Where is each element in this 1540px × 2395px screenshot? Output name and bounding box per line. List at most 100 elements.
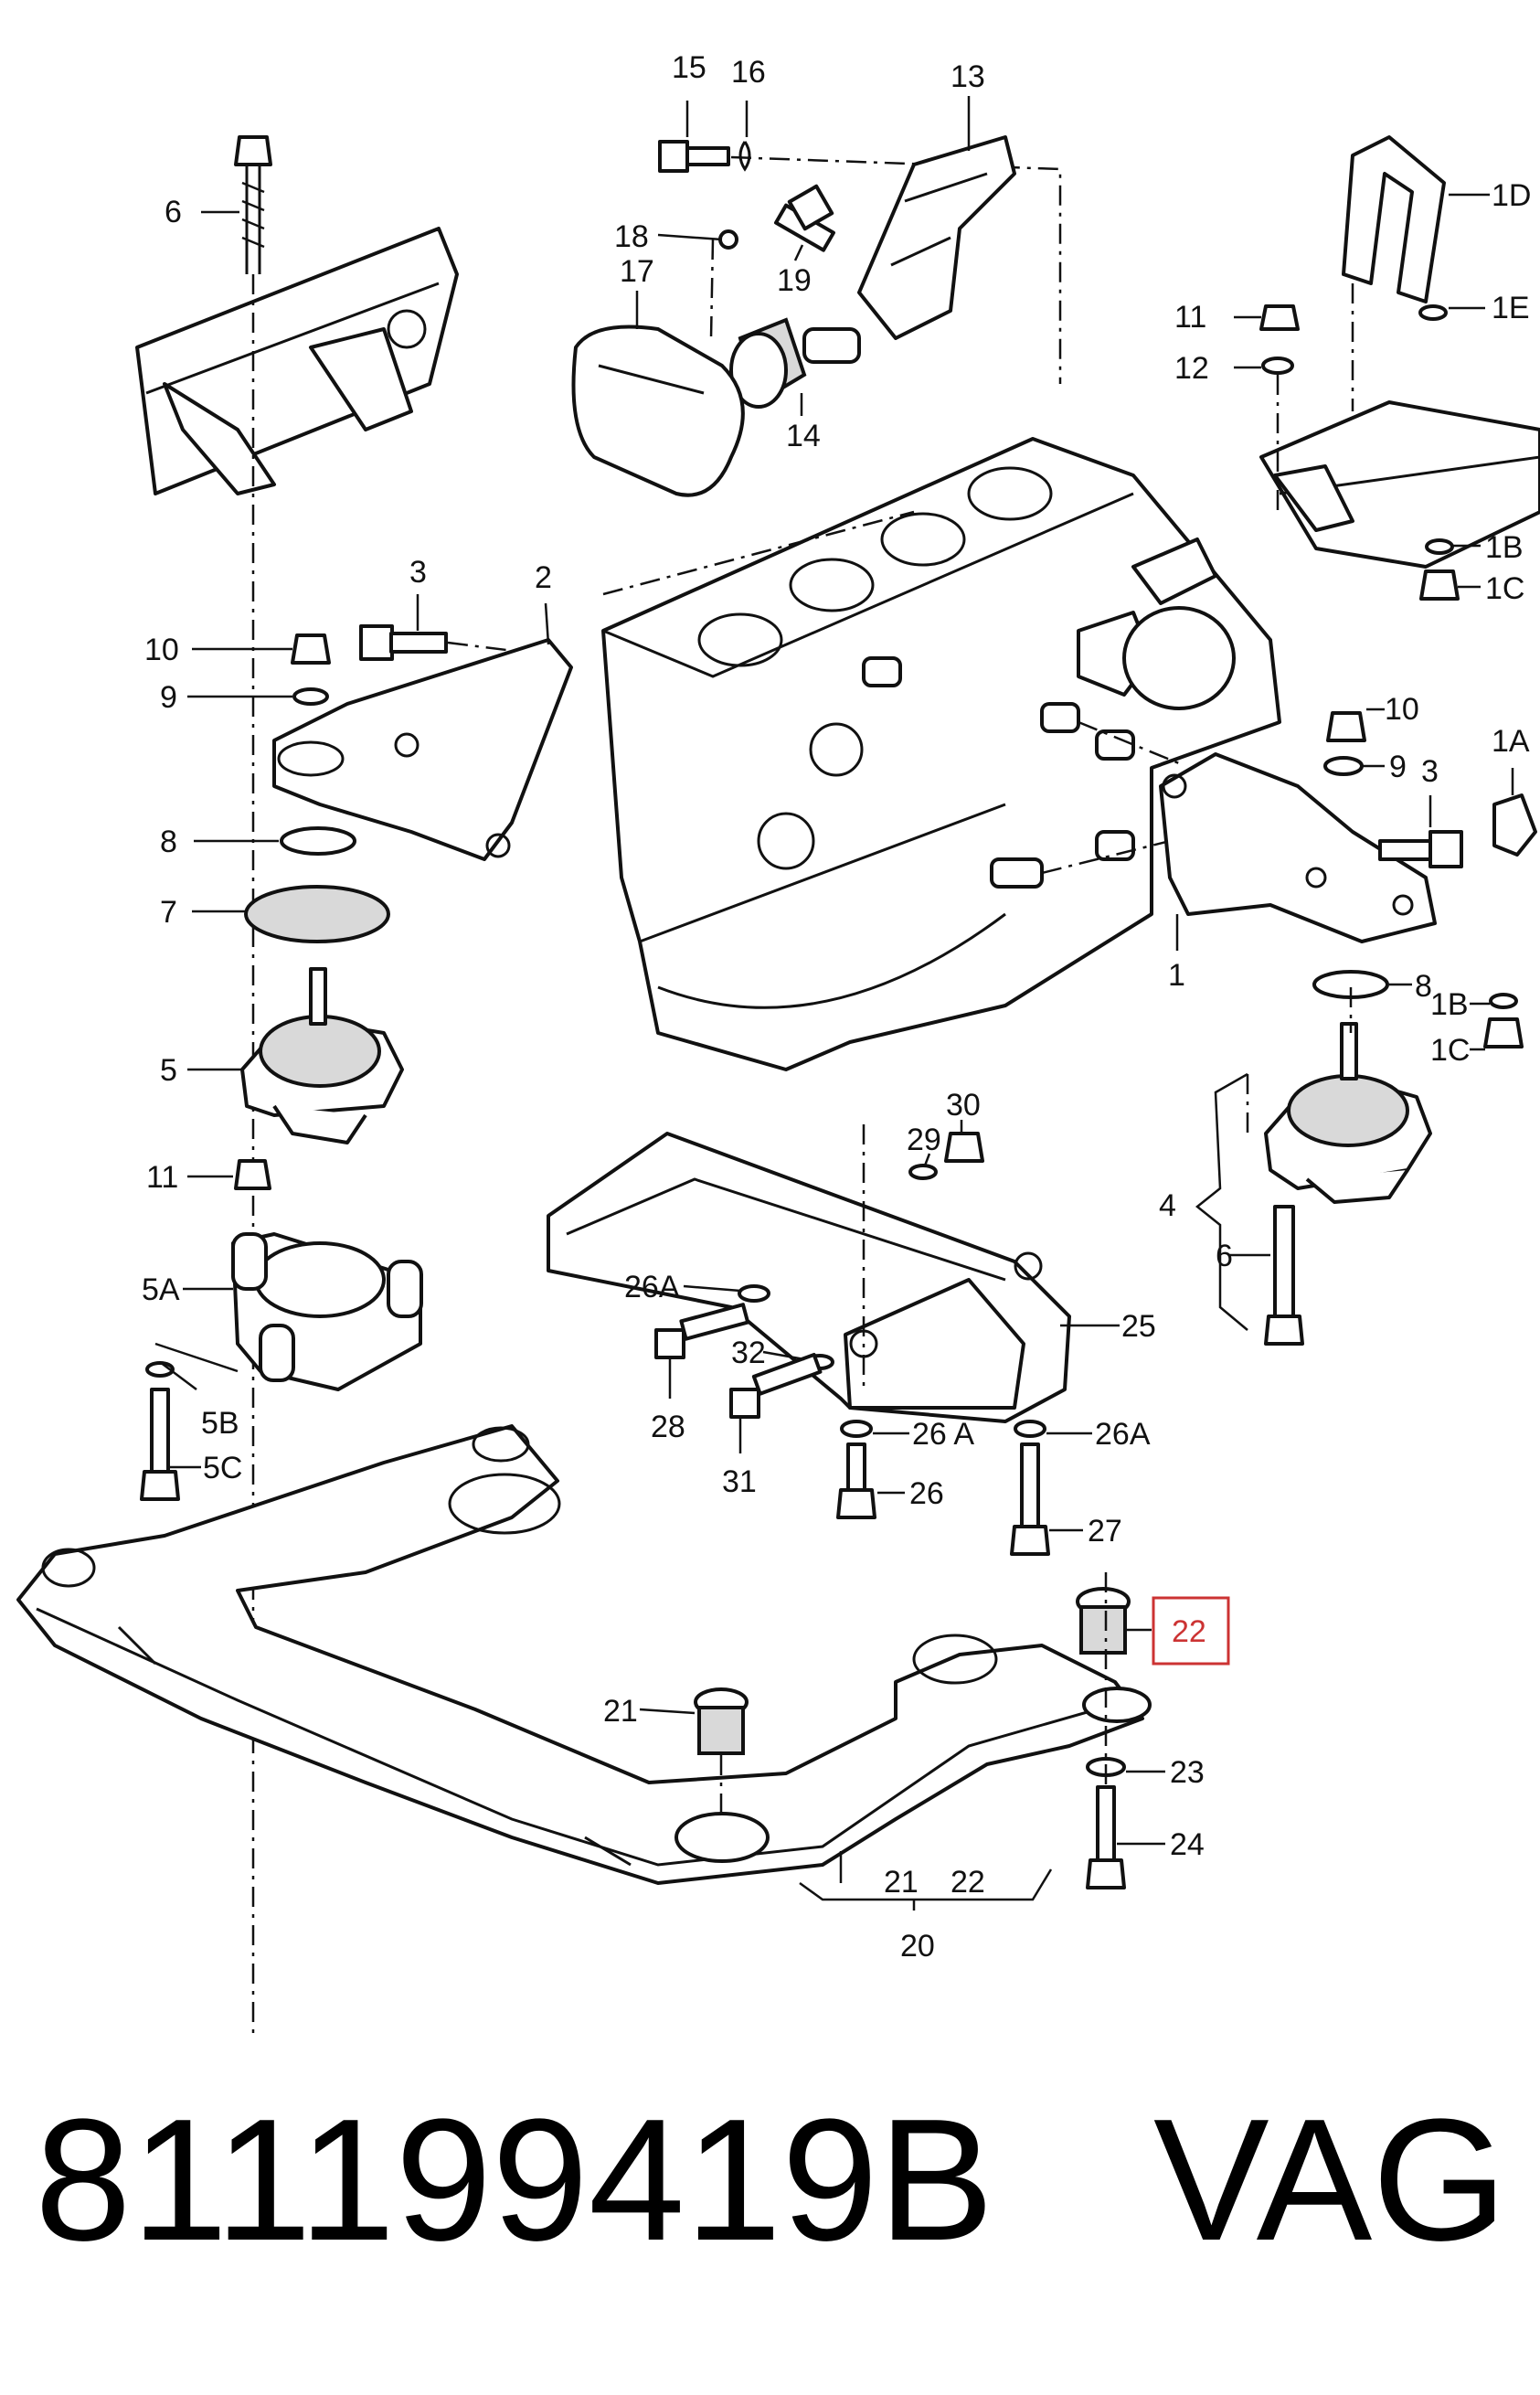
nut-10-right — [1326, 711, 1366, 742]
callout-10-right: 10 — [1385, 692, 1419, 727]
callout-21-left: 21 — [603, 1694, 638, 1729]
callout-11-top-right: 11 — [1174, 300, 1206, 335]
callout-27: 27 — [1088, 1514, 1122, 1549]
bracket-13 — [857, 135, 1016, 340]
callout-9-right: 9 — [1389, 750, 1407, 784]
callout-1E: 1E — [1492, 291, 1530, 325]
callout-8-right: 8 — [1415, 969, 1432, 1004]
callout-labels: 15 16 13 6 18 17 19 14 1D 11 1E 12 1B 1C… — [142, 50, 1531, 1964]
bushing-14 — [729, 317, 861, 409]
callout-26A-top: 26A — [624, 1270, 680, 1304]
nut-1C-right — [1483, 1017, 1524, 1048]
callout-28: 28 — [651, 1410, 685, 1444]
bolt-31 — [729, 1352, 823, 1419]
callout-6-top: 6 — [165, 195, 182, 229]
callout-10-left: 10 — [144, 633, 179, 667]
part-number-text: 811199419B — [35, 2083, 994, 2277]
washer-9-right — [1323, 756, 1364, 776]
washer-1B-right — [1489, 993, 1518, 1009]
washer-26A-right — [1014, 1420, 1046, 1438]
callout-23: 23 — [1170, 1755, 1205, 1790]
bolt-3-left — [359, 624, 448, 661]
nut-30 — [944, 1132, 984, 1163]
bolt-19 — [774, 184, 835, 252]
nut-11-left — [234, 1159, 271, 1190]
bracket-2-left — [272, 638, 573, 861]
long-bolt-6-right — [1264, 1205, 1304, 1346]
callout-1C-right: 1C — [1430, 1033, 1470, 1068]
callout-2: 2 — [535, 560, 552, 595]
callout-11-left: 11 — [146, 1160, 178, 1195]
callout-1D: 1D — [1492, 178, 1531, 213]
callout-9-left: 9 — [160, 680, 177, 715]
engine-mount-5 — [240, 967, 404, 1144]
callout-20: 20 — [900, 1929, 935, 1964]
callout-22-bottom: 22 — [951, 1865, 985, 1900]
callout-5: 5 — [160, 1053, 177, 1088]
engine-block — [601, 437, 1281, 1071]
bushing-21 — [694, 1687, 749, 1755]
callout-1B-right: 1B — [1430, 987, 1469, 1022]
nut-1C-top — [1419, 569, 1460, 601]
callout-16: 16 — [731, 55, 766, 90]
clip-16 — [738, 141, 751, 172]
brand-text: VAG — [1153, 2083, 1508, 2277]
subframe-20 — [16, 1424, 1144, 1885]
callout-18: 18 — [614, 219, 649, 254]
long-bolt-6-top — [234, 135, 272, 274]
callout-5B: 5B — [201, 1406, 239, 1441]
frame-rail-right — [1259, 400, 1540, 569]
callout-31: 31 — [722, 1464, 757, 1499]
crossmember-25 — [547, 1132, 1071, 1423]
cap-22-lower — [1082, 1687, 1152, 1723]
callout-19: 19 — [777, 263, 812, 298]
washer-8-left — [280, 826, 356, 856]
leader-lines — [154, 96, 1514, 1911]
callout-15: 15 — [672, 50, 706, 85]
callout-32: 32 — [731, 1336, 766, 1370]
bushing-22 — [1076, 1587, 1131, 1655]
damper-7 — [244, 885, 390, 943]
callout-5A: 5A — [142, 1272, 180, 1307]
callout-1B-top: 1B — [1485, 530, 1524, 565]
callout-5C: 5C — [203, 1451, 242, 1485]
callout-12: 12 — [1174, 351, 1209, 386]
washer-12 — [1261, 357, 1294, 375]
callout-6-right: 6 — [1216, 1239, 1233, 1273]
bracket-1-right — [1159, 752, 1437, 943]
pad-17 — [571, 325, 745, 497]
cap-1A — [1492, 793, 1537, 857]
callout-8-left: 8 — [160, 825, 177, 859]
callout-1: 1 — [1168, 958, 1185, 993]
bracket-1D — [1342, 135, 1446, 303]
callout-17: 17 — [620, 254, 654, 289]
nut-10-left — [291, 633, 331, 665]
washer-26A-top — [738, 1284, 770, 1303]
bolt-5C — [140, 1388, 180, 1501]
callout-14: 14 — [786, 419, 821, 453]
callout-26A-left: 26 A — [912, 1417, 974, 1452]
highlight-box-22 — [1152, 1596, 1230, 1666]
callout-13: 13 — [951, 59, 985, 94]
callout-25: 25 — [1121, 1309, 1156, 1344]
front-body-rail — [135, 227, 459, 495]
bolt-3-right — [1378, 830, 1463, 868]
washer-1E — [1418, 304, 1448, 321]
callout-24: 24 — [1170, 1827, 1205, 1862]
callout-21-bottom: 21 — [884, 1865, 919, 1900]
bolt-15 — [658, 140, 730, 173]
callout-30: 30 — [946, 1088, 981, 1123]
callout-3-right: 3 — [1421, 754, 1439, 789]
mount-5A — [231, 1232, 423, 1391]
washer-1B-top — [1425, 538, 1454, 555]
washer-26A-left — [840, 1420, 873, 1438]
callout-26A-right: 26A — [1095, 1417, 1151, 1452]
engine-mount-4 — [1264, 1022, 1432, 1204]
washer-9-left — [292, 687, 329, 706]
callout-26: 26 — [909, 1476, 944, 1511]
callout-29: 29 — [907, 1123, 941, 1157]
washer-29 — [908, 1164, 938, 1180]
callout-1A: 1A — [1492, 724, 1530, 759]
bolt-24 — [1086, 1785, 1126, 1889]
